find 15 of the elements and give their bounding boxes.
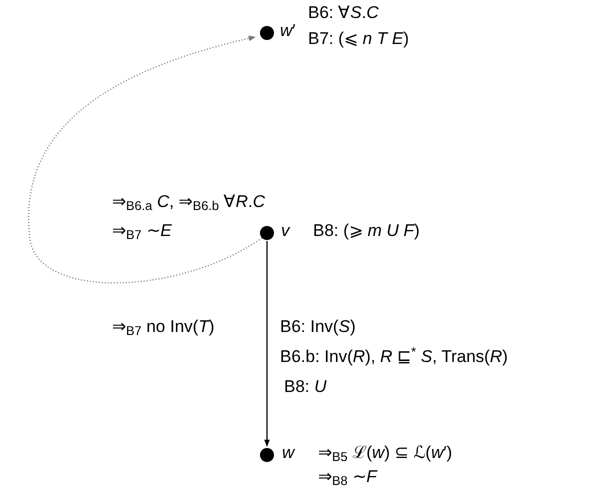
edge-annotation: B6.b: Inv(R), R ⊑$^{*}$ S, Trans(R) — [280, 346, 508, 368]
node-annotation: ⇒$_{B8}$ ∼F — [318, 466, 377, 488]
node-annotation: ⇒$_{B5}$ ℒ(w) ⊆ ℒ(w′) — [318, 442, 452, 464]
node-annotation: ⇒$_{B6.a}$ C, ⇒$_{B6.b}$ ∀R.C — [112, 191, 265, 213]
edge-annotation: B8: U — [284, 376, 327, 398]
node-annotation: ⇒$_{B7}$ ∼E — [112, 220, 172, 242]
node-annotation: B8: (⩾ m U F) — [313, 220, 420, 242]
node-annotation: w′ — [280, 20, 296, 42]
arrow — [264, 241, 270, 447]
edge-annotation: B6: Inv(S) — [280, 316, 356, 338]
dotted-arrow — [28, 36, 262, 284]
node-annotation: B7: (⩽ n T E) — [308, 28, 409, 50]
node-annotation: v — [281, 220, 290, 242]
node-annotation: B6: ∀S.C — [308, 2, 379, 24]
node-annotation: w — [282, 442, 294, 464]
